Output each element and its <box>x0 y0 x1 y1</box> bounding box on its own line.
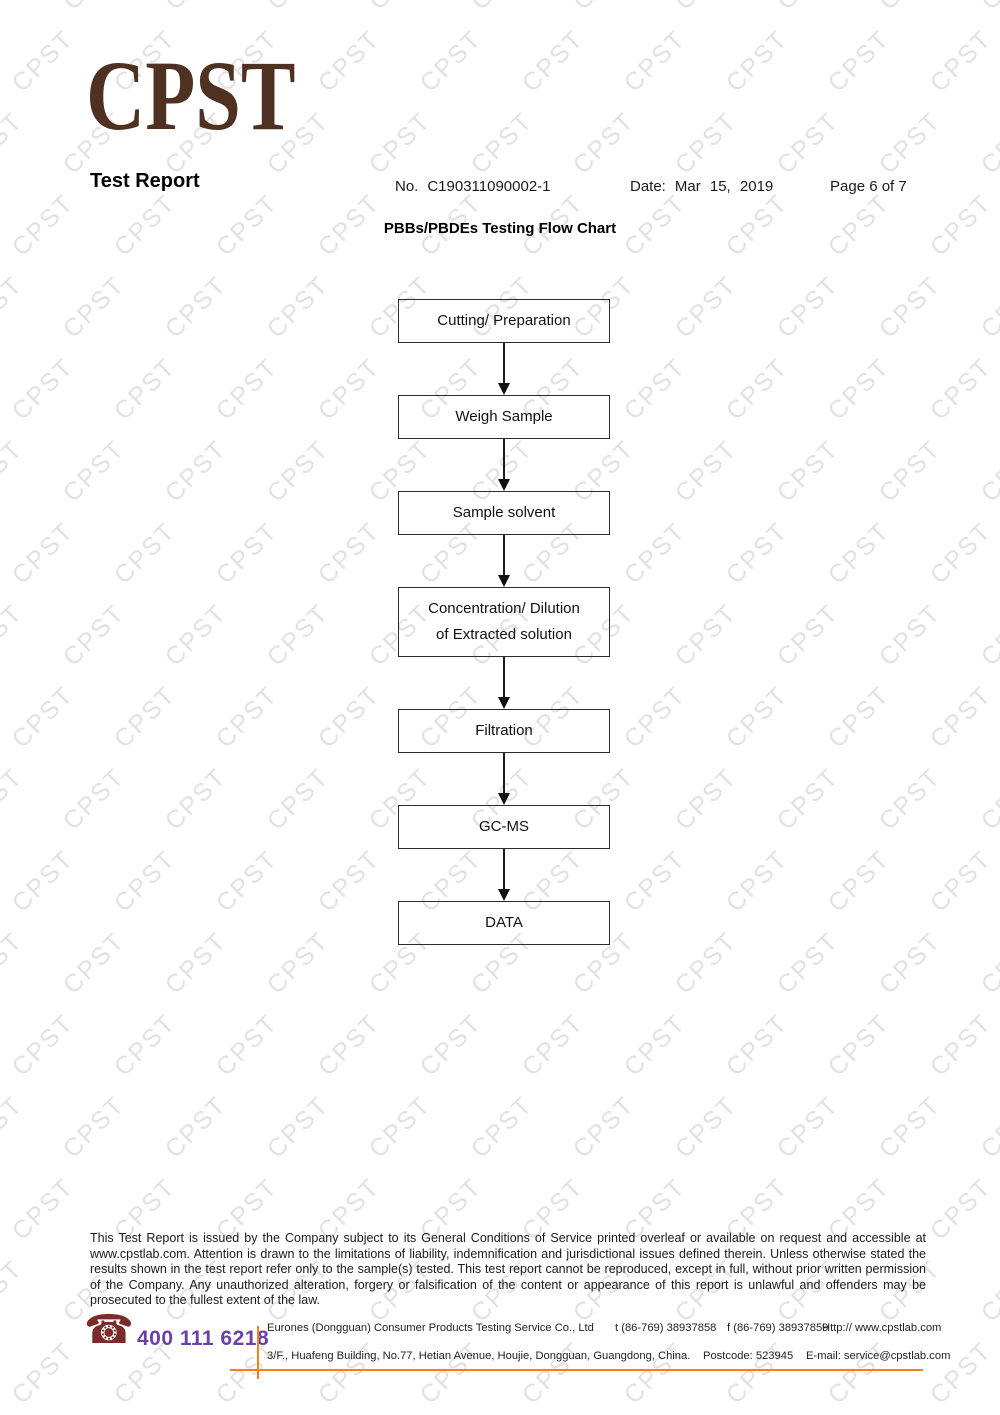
company-email: E-mail: service@cpstlab.com <box>806 1350 951 1362</box>
company-telephone: t (86-769) 38937858 <box>615 1322 717 1334</box>
flow-step-box: GC-MS <box>398 805 610 849</box>
footer-horizontal-rule <box>230 1369 923 1371</box>
page-indicator: Page 6 of 7 <box>830 178 907 195</box>
company-postcode: Postcode: 523945 <box>703 1350 794 1362</box>
report-date: Date: Mar 15, 2019 <box>630 178 773 195</box>
company-address: 3/F., Huafeng Building, No.77, Hetian Av… <box>267 1350 691 1362</box>
footer-vertical-divider <box>257 1326 259 1379</box>
company-fax: f (86-769) 38937859 <box>727 1322 829 1334</box>
hotline-number: 400 111 6218 <box>137 1327 270 1350</box>
flow-step-box: Weigh Sample <box>398 395 610 439</box>
legal-disclaimer: This Test Report is issued by the Compan… <box>90 1231 926 1308</box>
arrow-down-icon <box>494 849 514 901</box>
arrow-down-icon <box>494 657 514 709</box>
flow-step-box: DATA <box>398 901 610 945</box>
report-number-label: No. <box>395 178 419 195</box>
company-website: Http:// www.cpstlab.com <box>822 1322 942 1334</box>
report-number-value: C190311090002-1 <box>427 178 551 195</box>
arrow-down-icon <box>494 535 514 587</box>
report-date-label: Date: <box>630 178 666 195</box>
company-logo: CPST <box>86 40 296 151</box>
flow-step-box: Filtration <box>398 709 610 753</box>
flow-step-box: Cutting/ Preparation <box>398 299 610 343</box>
flow-step-box: Concentration/ Dilution of Extracted sol… <box>398 587 610 657</box>
arrow-down-icon <box>494 753 514 805</box>
arrow-down-icon <box>494 439 514 491</box>
flow-step-box: Sample solvent <box>398 491 610 535</box>
arrow-down-icon <box>494 343 514 395</box>
telephone-icon: ☎ <box>84 1308 134 1352</box>
company-name: Eurones (Dongguan) Consumer Products Tes… <box>267 1322 594 1334</box>
report-title: Test Report <box>90 170 200 192</box>
flowchart-title: PBBs/PBDEs Testing Flow Chart <box>383 220 617 237</box>
report-number: No. C190311090002-1 <box>395 178 551 195</box>
report-date-value: Mar 15, 2019 <box>674 178 774 195</box>
